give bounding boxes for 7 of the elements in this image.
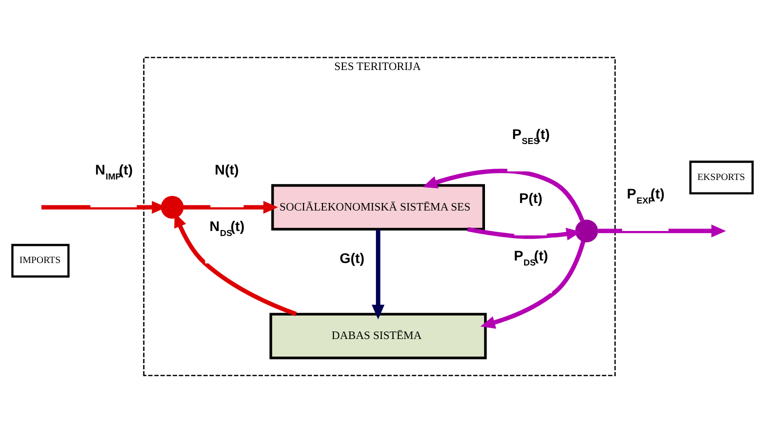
edge-label: P$_{DS}$(t)	[514, 247, 548, 268]
edge-label: P(t)	[519, 189, 542, 206]
edge-label: N$_{DS}$(t)	[209, 217, 245, 238]
edge-label: G(t)	[340, 249, 364, 266]
edge-label: N(t)	[214, 161, 239, 178]
edge-label: N$_{IMP}$(t)	[95, 161, 133, 182]
edge-label: P$_{SES}$(t)	[512, 125, 550, 146]
